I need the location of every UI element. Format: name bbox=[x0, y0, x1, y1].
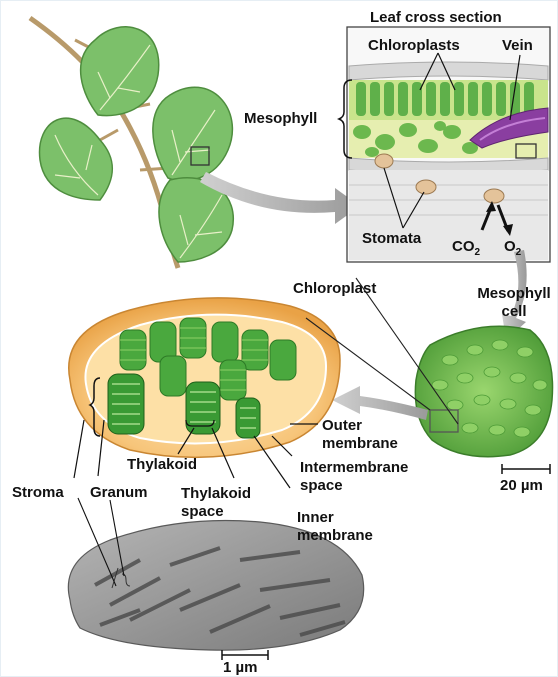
granum-label: Granum bbox=[90, 484, 148, 501]
outer-membrane-label-line2: membrane bbox=[322, 435, 398, 452]
outer-membrane-label-line1: Outer bbox=[322, 417, 362, 434]
scale-bar-1um-label: 1 µm bbox=[223, 659, 258, 676]
stoma bbox=[484, 189, 504, 203]
scale-bar-20um-label: 20 µm bbox=[500, 477, 543, 494]
leaf-cross-section-label: Leaf cross section bbox=[370, 9, 502, 26]
thylakoid-space-label-line1: Thylakoid bbox=[181, 485, 251, 502]
chloroplast-model bbox=[69, 298, 340, 457]
intermembrane-space-label-line2: space bbox=[300, 477, 343, 494]
stoma bbox=[416, 180, 436, 194]
thylakoid-space-label-line2: space bbox=[181, 503, 224, 520]
co2-label: CO2 bbox=[452, 238, 480, 261]
inner-membrane-label-line2: membrane bbox=[297, 527, 373, 544]
mesophyll-cell-label-line2: cell bbox=[474, 303, 554, 320]
stroma-label: Stroma bbox=[12, 484, 64, 501]
intermembrane-space-label-line1: Intermembrane bbox=[300, 459, 408, 476]
inner-membrane-label-line1: Inner bbox=[297, 509, 334, 526]
vein-label: Vein bbox=[502, 37, 533, 54]
thylakoid-label: Thylakoid bbox=[127, 456, 197, 473]
leaf-cross-section-panel bbox=[339, 27, 550, 262]
o2-label: O2 bbox=[504, 238, 521, 261]
mesophyll-label: Mesophyll bbox=[244, 110, 317, 127]
stomata-label: Stomata bbox=[362, 230, 421, 247]
chloroplasts-label: Chloroplasts bbox=[368, 37, 460, 54]
mesophyll-cell-label-line1: Mesophyll bbox=[474, 285, 554, 302]
stoma bbox=[375, 154, 393, 168]
chloroplast-label: Chloroplast bbox=[293, 280, 376, 297]
